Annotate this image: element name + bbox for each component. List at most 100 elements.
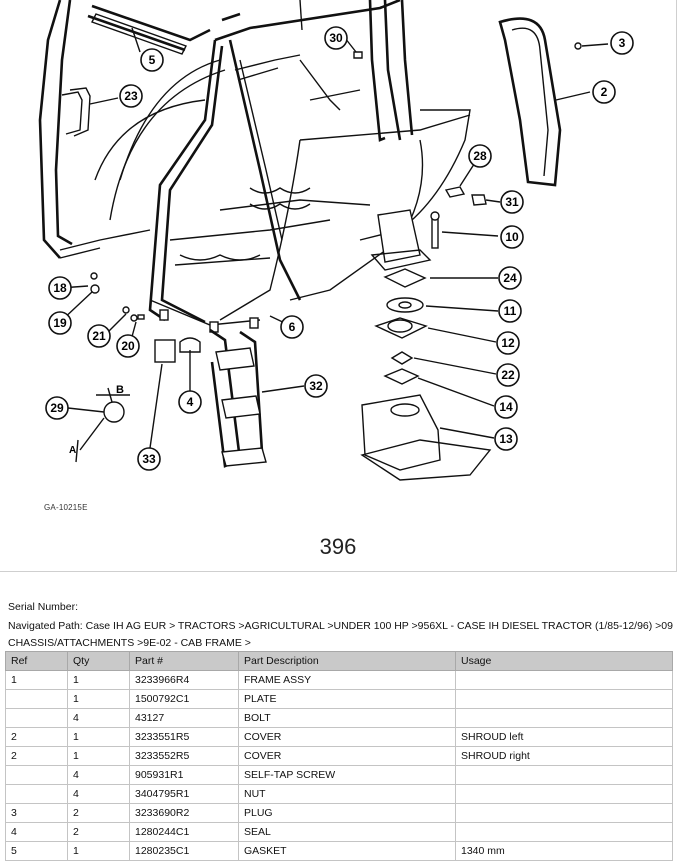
cell-ref: 4 — [5, 822, 68, 842]
callout-label: 24 — [503, 271, 517, 285]
callout-label: 4 — [187, 395, 194, 409]
callout-28: 28 — [468, 144, 492, 168]
cell-ref: 2 — [5, 746, 68, 766]
callout-33: 33 — [137, 447, 161, 471]
column-header-ref: Ref — [5, 651, 68, 671]
callout-label: 33 — [142, 452, 156, 466]
cell-qty: 1 — [67, 727, 130, 747]
callout-10: 10 — [500, 225, 524, 249]
dimension-label-a: A — [69, 445, 76, 456]
cell-part-number: 1280244C1 — [129, 822, 239, 842]
cell-ref — [5, 784, 68, 804]
cell-qty: 1 — [67, 841, 130, 861]
cell-part-number: 3233552R5 — [129, 746, 239, 766]
cell-part-number: 3233966R4 — [129, 670, 239, 690]
info-section: Serial Number: Navigated Path: Case IH A… — [8, 598, 676, 653]
callout-label: 30 — [329, 31, 343, 45]
leader-lines — [59, 27, 609, 449]
callout-21: 21 — [87, 324, 111, 348]
callout-label: 6 — [289, 320, 296, 334]
cell-part-description: SELF-TAP SCREW — [238, 765, 456, 785]
cell-qty: 1 — [67, 670, 130, 690]
cell-ref: 1 — [5, 670, 68, 690]
callout-label: 10 — [505, 230, 519, 244]
column-header-usage: Usage — [455, 651, 673, 671]
callout-label: 12 — [501, 336, 515, 350]
callout-31: 31 — [500, 190, 524, 214]
cell-ref: 2 — [5, 727, 68, 747]
cell-part-description: NUT — [238, 784, 456, 804]
column-header-qty: Qty — [67, 651, 130, 671]
callout-29: 29 — [45, 396, 69, 420]
cell-usage: SHROUD right — [455, 746, 673, 766]
cell-part-description: COVER — [238, 727, 456, 747]
cell-ref: 3 — [5, 803, 68, 823]
cell-part-description: PLUG — [238, 803, 456, 823]
cell-usage — [455, 689, 673, 709]
navigated-path: Navigated Path: Case IH AG EUR > TRACTOR… — [8, 620, 676, 632]
callout-30: 30 — [324, 26, 348, 50]
cell-part-number: 3233551R5 — [129, 727, 239, 747]
cell-part-number: 43127 — [129, 708, 239, 728]
callout-2: 2 — [592, 80, 616, 104]
serial-number-label: Serial Number: — [8, 601, 79, 613]
cell-ref: 5 — [5, 841, 68, 861]
callout-13: 13 — [494, 427, 518, 451]
callout-24: 24 — [498, 266, 522, 290]
callout-label: 20 — [121, 339, 135, 353]
callout-19: 19 — [48, 311, 72, 335]
callout-3: 3 — [610, 31, 634, 55]
callout-label: 29 — [50, 401, 64, 415]
navigated-path-continued: CHASSIS/ATTACHMENTS >9E-02 - CAB FRAME > — [8, 637, 251, 649]
table-header-row: Ref Qty Part # Part Description Usage — [5, 651, 673, 671]
cell-part-description: FRAME ASSY — [238, 670, 456, 690]
cell-usage — [455, 765, 673, 785]
exploded-parts-diagram: 5 23 30 3 2 28 31 10 24 11 12 22 14 13 1… — [38, 0, 634, 481]
small-parts-drawing — [75, 272, 201, 463]
callout-label: 18 — [53, 281, 67, 295]
cell-qty: 4 — [67, 765, 130, 785]
callout-label: 31 — [505, 195, 519, 209]
callout-12: 12 — [496, 331, 520, 355]
cell-usage — [455, 822, 673, 842]
callout-4: 4 — [178, 390, 202, 414]
callout-label: 2 — [601, 85, 608, 99]
cell-ref — [5, 765, 68, 785]
cell-part-number: 905931R1 — [129, 765, 239, 785]
cell-usage: 1340 mm — [455, 841, 673, 861]
column-header-part-description: Part Description — [238, 651, 456, 671]
cell-part-number: 3404795R1 — [129, 784, 239, 804]
cell-qty: 2 — [67, 822, 130, 842]
shroud-drawing — [498, 17, 562, 187]
cell-part-number: 1280235C1 — [129, 841, 239, 861]
cell-qty: 1 — [67, 689, 130, 709]
cell-part-description: PLATE — [238, 689, 456, 709]
cell-part-description: GASKET — [238, 841, 456, 861]
callout-label: 23 — [124, 89, 138, 103]
callout-11: 11 — [498, 299, 522, 323]
callout-6: 6 — [280, 315, 304, 339]
cell-usage — [455, 670, 673, 690]
callout-label: 3 — [619, 36, 626, 50]
cell-part-number: 3233690R2 — [129, 803, 239, 823]
cell-usage: SHROUD left — [455, 727, 673, 747]
callout-20: 20 — [116, 334, 140, 358]
callout-label: 22 — [501, 368, 515, 382]
callout-label: 5 — [149, 53, 156, 67]
page-number: 396 — [319, 534, 357, 559]
dimension-label-b: B — [116, 384, 124, 396]
cell-usage — [455, 708, 673, 728]
cell-part-description: COVER — [238, 746, 456, 766]
cell-ref — [5, 689, 68, 709]
step-drawing — [209, 328, 267, 468]
callout-14: 14 — [494, 395, 518, 419]
